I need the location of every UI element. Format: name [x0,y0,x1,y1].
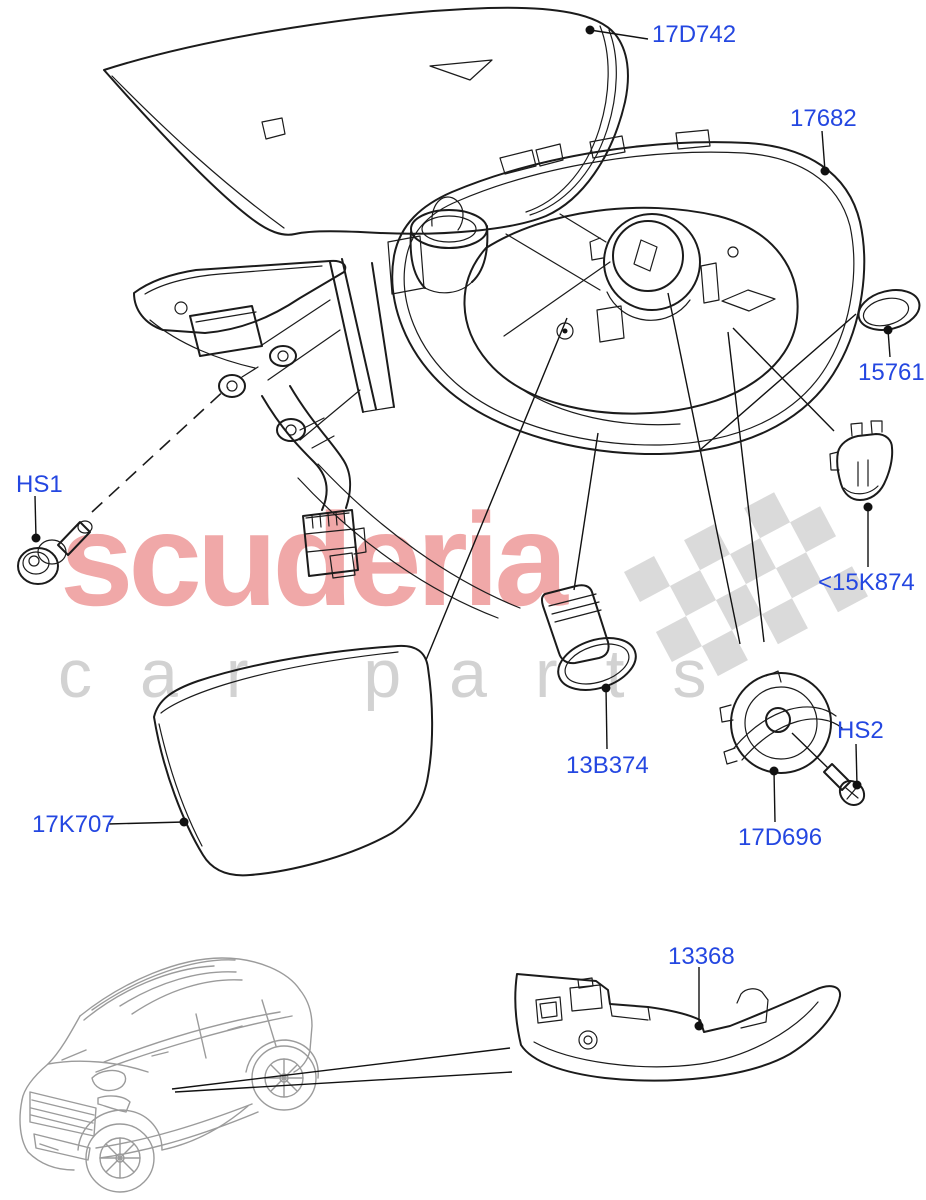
bulb-socket-drawing [829,420,894,501]
part-label-15761[interactable]: 15761 [858,359,925,386]
part-label-hs2[interactable]: HS2 [837,717,884,744]
pointer-lines [425,292,857,661]
part-label-15k874[interactable]: <15K874 [818,569,915,596]
part-label-17682[interactable]: 17682 [790,105,857,132]
part-label-17k707[interactable]: 17K707 [32,811,115,838]
wiring-connector-drawing [261,385,367,579]
label-leader-lines [31,25,893,1031]
mirror-cover-cap-drawing [103,6,629,236]
part-label-hs1[interactable]: HS1 [16,471,63,498]
mirror-housing-drawing [391,129,866,456]
mirror-glass-drawing [153,644,434,877]
mirror-arm-assembly-drawing [133,196,521,619]
turn-signal-lamp-drawing [514,973,842,1082]
part-label-17d696[interactable]: 17D696 [738,824,823,851]
vehicle-pointer-lines [171,1047,513,1093]
checkered-flag-watermark [624,492,868,677]
hs2-screw-drawing [823,763,866,806]
vehicle-reference-drawing [19,957,319,1193]
mirror-motor-drawing [719,670,843,774]
part-label-13368[interactable]: 13368 [668,943,735,970]
seal-gasket-drawing [857,289,921,331]
puddle-lamp-drawing [540,584,637,691]
hs1-screw-drawing [17,386,229,585]
part-label-17d742[interactable]: 17D742 [652,21,737,48]
part-label-13b374[interactable]: 13B374 [566,752,649,779]
